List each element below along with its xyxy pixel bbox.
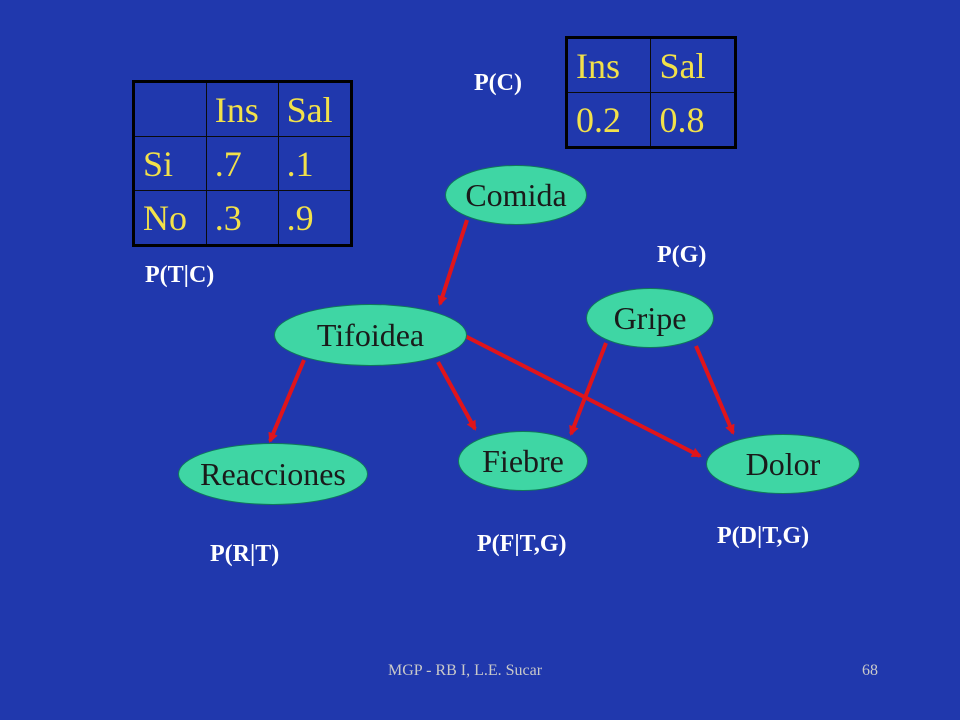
label-p-f-given-t-g: P(F|T,G)	[477, 531, 567, 557]
table-cell: Si	[133, 136, 207, 191]
table-cell: .7	[205, 136, 279, 191]
label-p-d-given-t-g: P(D|T,G)	[717, 523, 810, 549]
label-p-t-given-c: P(T|C)	[145, 262, 215, 288]
edge-comida-tifoidea	[437, 219, 469, 306]
footer-page-number: 68	[862, 662, 878, 679]
footer-credit: MGP - RB I, L.E. Sucar	[388, 662, 543, 679]
table-cell: .3	[205, 190, 279, 246]
edge-tifoidea-reacciones	[268, 359, 306, 443]
cpt-table-tifoidea-given-comida: Ins Sal Si .7 .1 No .3 .9	[132, 80, 353, 247]
table-cell: 0.8	[650, 92, 736, 148]
node-gripe: Gripe	[586, 288, 714, 348]
table-cell: .9	[277, 190, 353, 246]
label-p-c: P(C)	[474, 70, 522, 96]
table-cell: 0.2	[565, 92, 652, 148]
table-row: 0.2 0.8	[565, 92, 736, 148]
node-reacciones: Reacciones	[178, 443, 368, 505]
node-comida: Comida	[445, 165, 587, 225]
label-p-g: P(G)	[657, 242, 707, 268]
edge-tifoidea-fiebre	[436, 361, 477, 431]
edge-tifoidea-dolor	[464, 334, 702, 458]
table-cell: Ins	[565, 37, 652, 93]
node-tifoidea: Tifoidea	[274, 304, 467, 366]
node-fiebre: Fiebre	[458, 431, 588, 491]
table-cell: No	[133, 190, 207, 246]
cpt-table-comida: Ins Sal 0.2 0.8	[565, 36, 737, 149]
table-row: No .3 .9	[133, 190, 353, 246]
edge-gripe-fiebre	[569, 342, 608, 436]
label-p-r-given-t: P(R|T)	[210, 541, 280, 567]
node-dolor: Dolor	[706, 434, 860, 494]
edge-gripe-dolor	[694, 345, 735, 435]
table-cell: Ins	[205, 81, 279, 137]
table-cell: Sal	[277, 81, 353, 137]
